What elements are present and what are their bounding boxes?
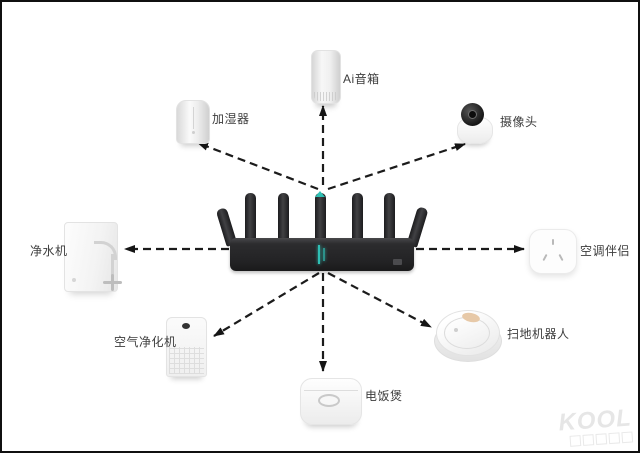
- router-antenna-2: [278, 193, 289, 240]
- router-brand-badge: [393, 259, 402, 265]
- router-status-led: [318, 245, 320, 264]
- device-ai-speaker: [311, 50, 341, 104]
- router-antenna-led-icon: [315, 191, 325, 197]
- watermark: KOOL: [557, 404, 634, 447]
- camera-lens-icon: [468, 110, 477, 119]
- router-antenna-5: [384, 193, 395, 240]
- router-antenna-4: [352, 193, 363, 240]
- arrow-to-robot-vacuum: [327, 272, 432, 328]
- label-air-purifier: 空气净化机: [114, 335, 177, 349]
- cooker-lid-seam: [304, 390, 358, 391]
- arrow-to-air-purifier: [213, 272, 320, 337]
- humidifier-seam: [193, 107, 194, 129]
- label-camera: 摄像头: [500, 115, 538, 129]
- device-ac-companion: [529, 229, 577, 274]
- cooker-handle: [318, 394, 340, 407]
- label-humidifier: 加湿器: [212, 112, 250, 126]
- arrow-to-humidifier: [197, 141, 319, 191]
- device-camera: [454, 103, 494, 144]
- air-purifier-grille: [169, 347, 204, 374]
- speaker-mesh: [314, 92, 338, 101]
- socket-pin-icon: [542, 253, 548, 262]
- device-rice-cooker: [300, 378, 362, 425]
- label-ac-companion: 空调伴侣: [580, 244, 631, 258]
- device-air-purifier: [166, 317, 207, 377]
- vacuum-ring: [444, 317, 490, 349]
- vacuum-button: [454, 328, 458, 332]
- router-body: [230, 238, 414, 271]
- router-status-led-2: [323, 248, 325, 261]
- socket-pin-icon: [552, 239, 554, 245]
- water-purifier-faucet: [94, 241, 117, 260]
- label-rice-cooker: 电饭煲: [365, 389, 403, 403]
- router-antenna-3-center: [315, 193, 326, 240]
- humidifier-button: [192, 131, 196, 134]
- water-purifier-valve-2: [111, 274, 114, 291]
- device-robot-vacuum: [434, 310, 502, 362]
- label-robot-vacuum: 扫地机器人: [507, 327, 570, 341]
- label-water-purifier: 净水机: [30, 244, 68, 258]
- label-ai-speaker: Ai音箱: [343, 72, 380, 86]
- water-purifier-faucet-stem: [111, 254, 114, 280]
- water-purifier-indicator: [72, 278, 76, 282]
- watermark-text: KOOL: [557, 404, 633, 437]
- socket-pin-icon: [558, 253, 564, 262]
- router-antenna-1: [245, 193, 256, 240]
- device-humidifier: [176, 100, 210, 144]
- air-purifier-display: [182, 323, 190, 329]
- arrow-to-camera: [327, 142, 466, 191]
